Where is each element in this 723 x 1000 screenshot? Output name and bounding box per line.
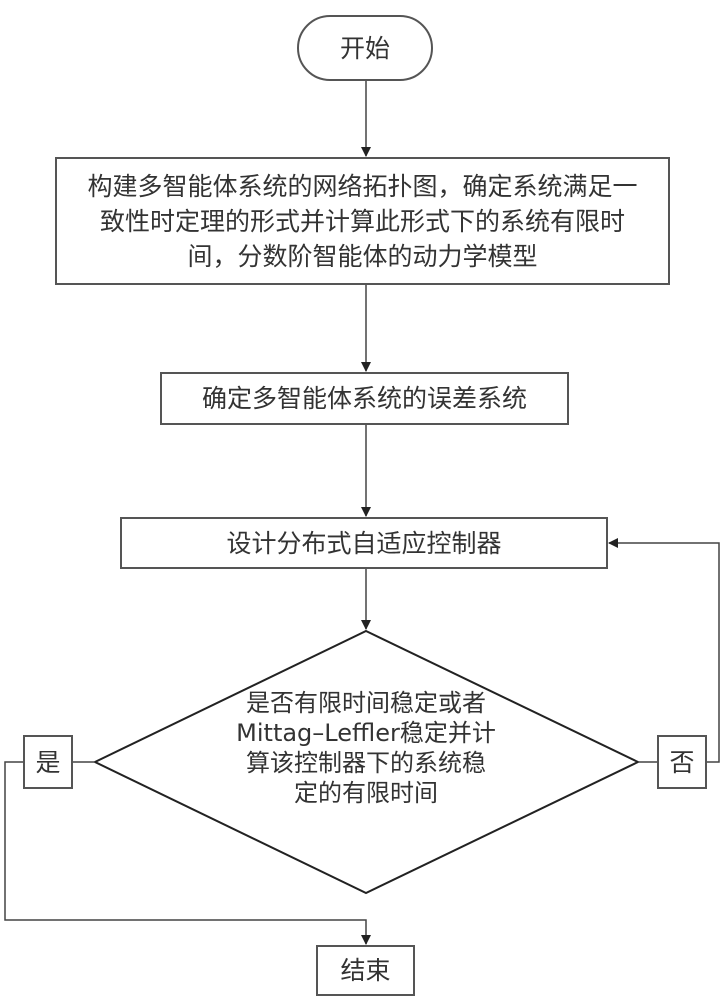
step1-label: 构建多智能体系统的网络拓扑图，确定系统满足一致性时定理的形式并计算此形式下的系统… — [79, 169, 646, 274]
no-box: 否 — [657, 735, 707, 789]
start-terminal: 开始 — [297, 15, 433, 81]
step2-label: 确定多智能体系统的误差系统 — [202, 381, 527, 416]
step2-box: 确定多智能体系统的误差系统 — [160, 372, 569, 425]
end-label: 结束 — [340, 953, 390, 988]
no-label: 否 — [669, 745, 694, 780]
yes-box: 是 — [23, 735, 73, 789]
end-box: 结束 — [316, 945, 415, 996]
step3-box: 设计分布式自适应控制器 — [120, 517, 608, 569]
step3-label: 设计分布式自适应控制器 — [226, 526, 501, 561]
yes-label: 是 — [35, 745, 60, 780]
decision-label: 是否有限时间稳定或者Mittag–Leffler稳定并计算该控制器下的系统稳定的… — [236, 688, 496, 808]
loop-back-arrow — [609, 543, 719, 762]
step1-box: 构建多智能体系统的网络拓扑图，确定系统满足一致性时定理的形式并计算此形式下的系统… — [55, 157, 670, 285]
start-label: 开始 — [340, 31, 390, 66]
